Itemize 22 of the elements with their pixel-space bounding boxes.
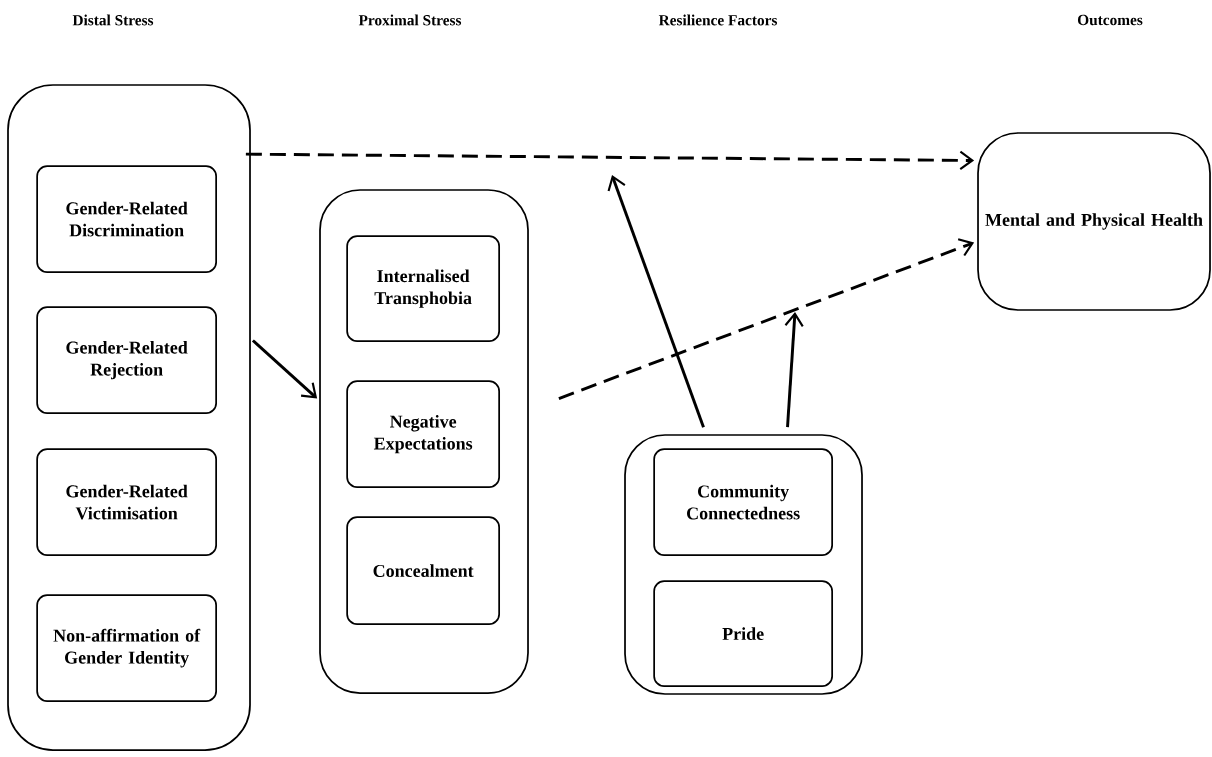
factor-box: Gender-Related Rejection [36,306,217,414]
column-heading: Distal Stress [72,14,154,26]
arrow [607,175,705,428]
column-heading: Proximal Stress [358,14,462,26]
factor-box: Non-affirmation of Gender Identity [36,594,217,702]
factor-box: Gender-Related Discrimination [36,165,217,273]
group-box [319,189,529,694]
arrow [251,339,318,399]
factor-box: Internalised Transphobia [346,235,500,342]
factor-box: Negative Expectations [346,380,500,488]
factor-box: Community Connectedness [653,448,833,556]
factor-box: Gender-Related Victimisation [36,448,217,556]
factor-box: Concealment [346,516,500,625]
arrow [245,150,975,170]
group-box [624,434,863,695]
arrow [784,312,804,428]
factor-box: Pride [653,580,833,687]
column-heading: Outcomes [1078,14,1143,26]
arrow [558,238,975,400]
group-box [7,84,251,751]
column-heading: Resilience Factors [658,14,778,26]
outcome-box: Mental and Physical Health [977,132,1211,311]
